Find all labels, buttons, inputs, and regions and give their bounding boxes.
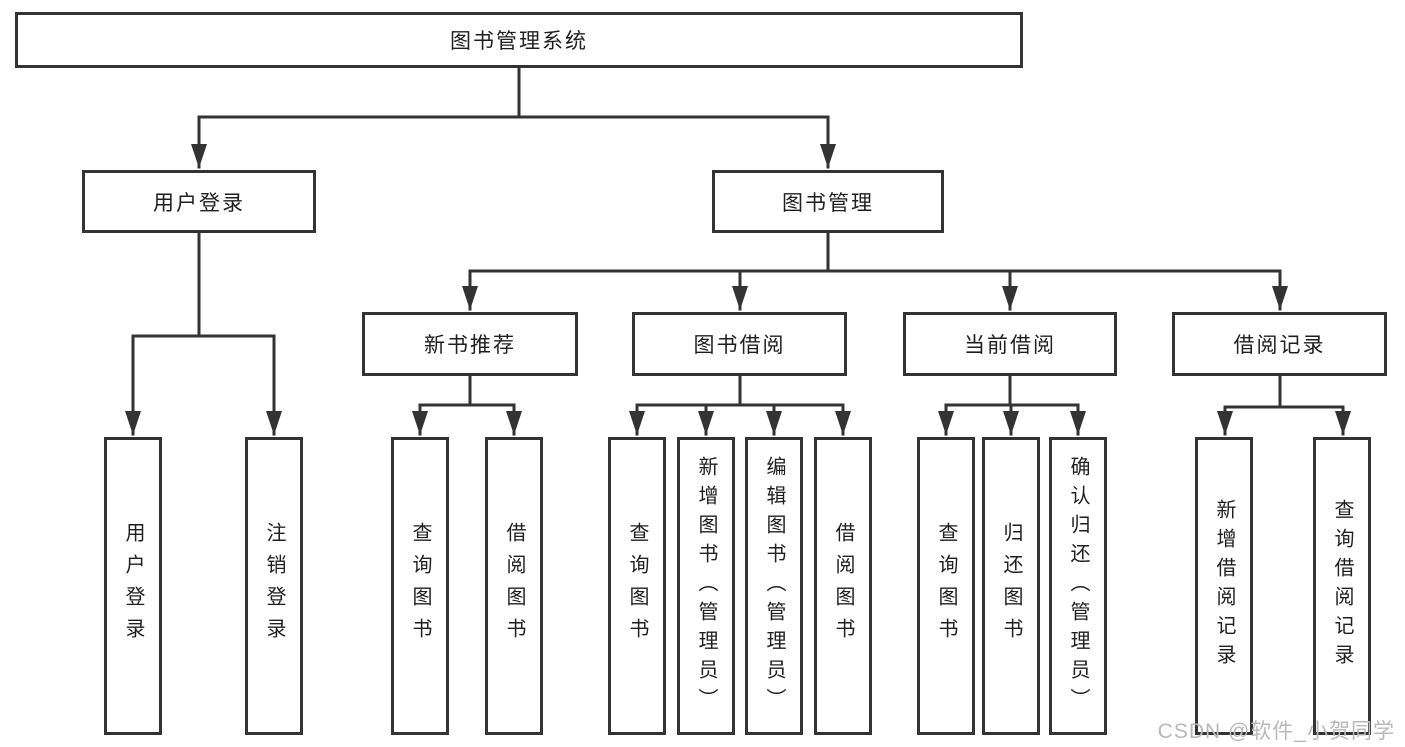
leaf-current-return-books: 归还图书: [982, 437, 1040, 735]
node-borrow-record: 借阅记录: [1172, 312, 1387, 376]
leaf-current-confirm-return-admin: 确认归还（管理员）: [1049, 437, 1107, 735]
node-user-login: 用户登录: [82, 170, 316, 233]
csdn-watermark: CSDN @软件_小贺同学: [1157, 720, 1395, 743]
leaf-logout: 注销登录: [245, 437, 303, 735]
node-book-management: 图书管理: [712, 170, 944, 233]
node-book-borrow: 图书借阅: [632, 312, 847, 376]
connector-book-management-children: [462, 231, 1288, 311]
node-current-borrow-label: 当前借阅: [964, 334, 1056, 357]
leaf-newbooks-query-books: 查询图书: [391, 437, 449, 735]
node-root: 图书管理系统: [15, 12, 1023, 68]
leaf-record-query-borrow-record: 查询借阅记录: [1313, 437, 1371, 735]
connector-borrow-record-children: [1217, 374, 1351, 436]
leaf-record-add-borrow-record: 新增借阅记录: [1195, 437, 1253, 735]
connector-book-borrow-children: [629, 374, 851, 436]
connector-current-borrow-children: [938, 374, 1086, 436]
connector-new-book-recommend-children: [412, 374, 522, 436]
node-root-label: 图书管理系统: [450, 30, 588, 53]
leaf-borrow-borrow-books: 借阅图书: [814, 437, 872, 735]
leaf-borrow-edit-books-admin: 编辑图书（管理员）: [745, 437, 803, 735]
leaf-current-query-books: 查询图书: [917, 437, 975, 735]
leaf-newbooks-borrow-books: 借阅图书: [485, 437, 543, 735]
node-new-book-recommend: 新书推荐: [362, 312, 578, 376]
node-book-management-label: 图书管理: [782, 191, 874, 215]
node-borrow-record-label: 借阅记录: [1233, 334, 1326, 357]
connector-root-to-level2: [191, 66, 836, 169]
leaf-borrow-add-books-admin: 新增图书（管理员）: [677, 437, 735, 735]
node-user-login-label: 用户登录: [153, 191, 245, 215]
node-book-borrow-label: 图书借阅: [693, 334, 786, 357]
connector-user-login-children: [125, 231, 282, 436]
node-current-borrow: 当前借阅: [903, 312, 1117, 376]
node-new-book-recommend-label: 新书推荐: [424, 334, 516, 357]
leaf-user-login: 用户登录: [104, 437, 162, 735]
leaf-borrow-query-books: 查询图书: [608, 437, 666, 735]
